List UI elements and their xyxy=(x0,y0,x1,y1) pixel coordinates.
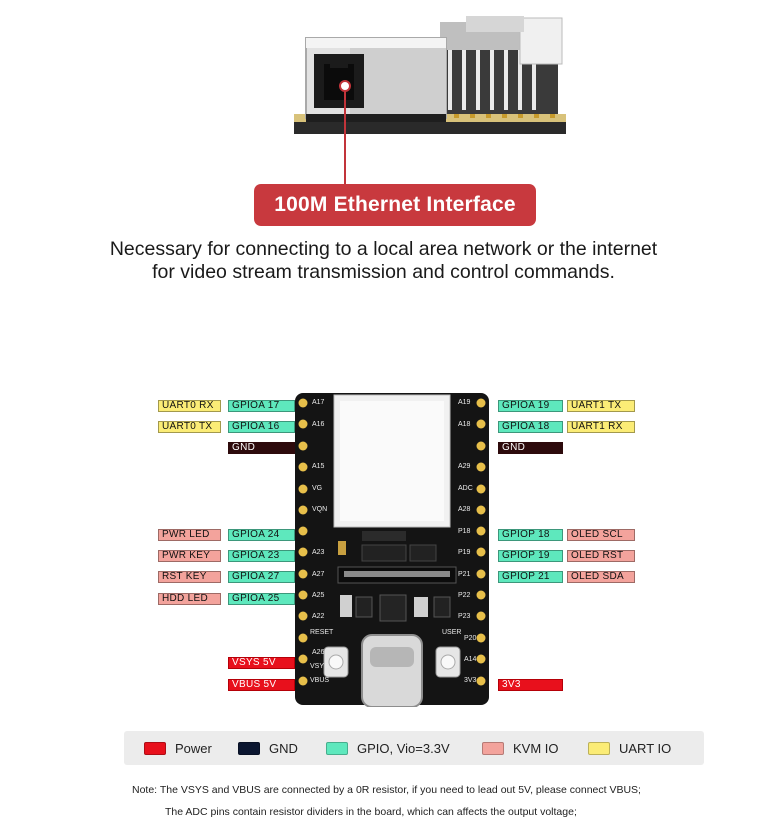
ethernet-pointer-dot xyxy=(339,80,351,92)
silk-right: P21 xyxy=(458,571,471,578)
silk-right: P22 xyxy=(458,592,471,599)
silk-left: A15 xyxy=(312,463,325,470)
user-button-label: USER xyxy=(442,629,462,636)
silk-right: A14 xyxy=(464,656,477,663)
legend-label: GND xyxy=(269,740,298,756)
legend-swatch xyxy=(238,741,260,755)
silk-left: A16 xyxy=(312,421,325,428)
silk-right: 3V3 xyxy=(464,677,477,684)
pin-label: OLED SCL xyxy=(567,529,635,541)
silk-left: A17 xyxy=(312,399,325,406)
silk-left: VBUS xyxy=(310,677,330,684)
pin-label: UART1 TX xyxy=(567,400,635,412)
ethernet-pointer-line xyxy=(344,84,346,184)
legend-item-gpio: GPIO, Vio=3.3V xyxy=(326,731,450,765)
pin-label: GPIOA 16 xyxy=(228,421,295,433)
pin-label: GPIOA 23 xyxy=(228,550,295,562)
note-line-1: Note: The VSYS and VBUS are connected by… xyxy=(132,784,641,796)
legend-swatch xyxy=(326,741,348,755)
note-line-2: The ADC pins contain resistor dividers i… xyxy=(165,806,577,818)
pin-label: GND xyxy=(498,442,563,454)
pin-label: 3V3 xyxy=(498,679,563,691)
silk-left: VSYS xyxy=(310,663,329,670)
pin-label: OLED SDA xyxy=(567,571,635,583)
legend-swatch xyxy=(144,741,166,755)
legend-swatch xyxy=(588,741,610,755)
silk-left: VG xyxy=(312,485,323,492)
pin-label: GPIOA 27 xyxy=(228,571,295,583)
legend-label: KVM IO xyxy=(513,740,559,756)
silk-right: ADC xyxy=(458,485,473,492)
pin-label: OLED RST xyxy=(567,550,635,562)
pin-label: GPIOP 18 xyxy=(498,529,563,541)
pin-label: UART1 RX xyxy=(567,421,635,433)
silk-right: A19 xyxy=(458,399,471,406)
pin-label: UART0 RX xyxy=(158,400,221,412)
silk-right: P19 xyxy=(458,549,471,556)
board-image xyxy=(295,393,489,707)
pin-label: GPIOA 24 xyxy=(228,529,295,541)
castellated-pins xyxy=(298,398,486,686)
pin-label: GPIOA 25 xyxy=(228,593,295,605)
legend-item-gnd: GND xyxy=(238,731,298,765)
pin-label: PWR KEY xyxy=(158,550,221,562)
legend-item-power: Power xyxy=(144,731,212,765)
pin-label: PWR LED xyxy=(158,529,221,541)
pin-label: HDD LED xyxy=(158,593,221,605)
pin-label: GPIOP 21 xyxy=(498,571,563,583)
pin-label: GPIOA 18 xyxy=(498,421,563,433)
ethernet-description-line-1: Necessary for connecting to a local area… xyxy=(109,238,658,260)
silk-left: A26 xyxy=(312,649,325,656)
ethernet-connector-image xyxy=(294,16,566,134)
silk-right: A18 xyxy=(458,421,471,428)
silk-left: A27 xyxy=(312,571,325,578)
pin-label: UART0 TX xyxy=(158,421,221,433)
board-silkscreen: RESET USER A17 A16 A15 VG VQN A23 A27 A2… xyxy=(292,391,492,707)
reset-button-label: RESET xyxy=(310,629,334,636)
silk-right: A29 xyxy=(458,463,471,470)
pin-label: RST KEY xyxy=(158,571,221,583)
legend-swatch xyxy=(482,741,504,755)
pin-label: GPIOP 19 xyxy=(498,550,563,562)
silk-left: A23 xyxy=(312,549,325,556)
ethernet-description-line-2: for video stream transmission and contro… xyxy=(152,261,615,283)
silk-left: A25 xyxy=(312,592,325,599)
silk-left: VQN xyxy=(312,506,328,513)
legend-item-uart: UART IO xyxy=(588,731,671,765)
pin-label: GPIOA 19 xyxy=(498,400,563,412)
legend-item-kvm: KVM IO xyxy=(482,731,559,765)
silk-left: A22 xyxy=(312,613,325,620)
pin-type-legend: Power GND GPIO, Vio=3.3V KVM IO UART IO xyxy=(124,731,704,765)
ethernet-interface-badge: 100M Ethernet Interface xyxy=(254,184,536,226)
silk-right: P23 xyxy=(458,613,471,620)
silk-right: P20 xyxy=(464,635,477,642)
legend-label: Power xyxy=(175,740,212,756)
pin-label: VBUS 5V xyxy=(228,679,295,691)
silk-right: A28 xyxy=(458,506,471,513)
pin-label: VSYS 5V xyxy=(228,657,295,669)
silk-right: P18 xyxy=(458,528,471,535)
legend-label: UART IO xyxy=(619,740,672,756)
pin-label: GND xyxy=(228,442,295,454)
legend-label: GPIO, Vio=3.3V xyxy=(357,740,450,756)
pin-label: GPIOA 17 xyxy=(228,400,295,412)
